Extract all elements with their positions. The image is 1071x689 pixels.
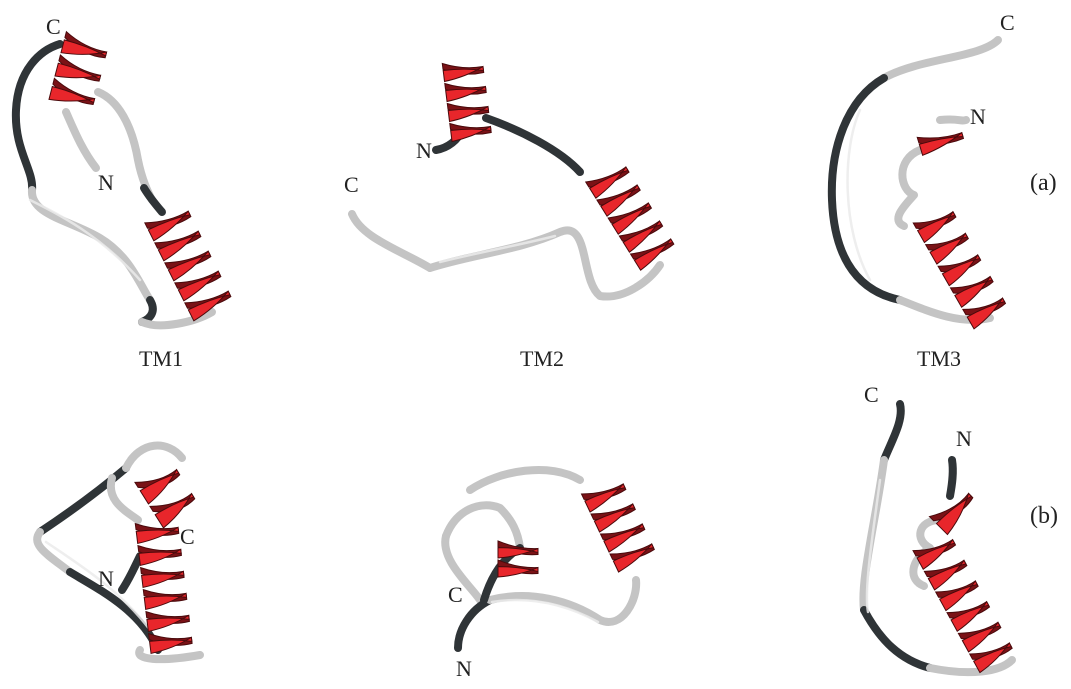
helix-tm2-a	[586, 167, 674, 270]
n-terminus-label: N	[416, 138, 432, 163]
c-terminus-label: C	[864, 382, 879, 407]
helix-tm3-a-top	[917, 133, 963, 156]
row-label-b: (b)	[1030, 503, 1058, 529]
n-terminus-label: N	[970, 104, 986, 129]
helix-tm1-a	[145, 211, 231, 321]
helix-turn-front	[942, 255, 979, 286]
panel-tm1-a: C N TM1	[16, 14, 231, 371]
panel-tm1-b: C N	[37, 446, 200, 660]
helix-turn-front	[928, 560, 966, 590]
n-terminus-label: N	[956, 426, 972, 451]
helix-turn-front	[55, 63, 101, 79]
helix-turn-front	[61, 40, 107, 56]
panel-caption: TM3	[917, 346, 961, 371]
c-terminus-label: C	[46, 14, 61, 39]
helix-turn-front	[594, 504, 634, 532]
helix-turn-front	[930, 233, 967, 264]
n-terminus-label: N	[456, 656, 472, 681]
helix-turn-front	[49, 87, 95, 103]
helix-turn-front	[967, 298, 1004, 329]
helix-turn-front	[951, 602, 989, 632]
helix-tm1-b-top	[135, 470, 195, 528]
helix-turn-front	[955, 277, 992, 308]
panel-caption: TM1	[139, 346, 183, 371]
c-terminus-label: C	[448, 582, 463, 607]
coil-tm3-a	[832, 40, 998, 320]
helix-tm3-b	[913, 540, 1012, 673]
helix-turn-front	[918, 212, 955, 243]
c-terminus-label: C	[344, 172, 359, 197]
helix-turn-front	[604, 524, 644, 552]
helix-turn-front	[585, 484, 625, 512]
helix-tm2-a-top	[442, 63, 491, 141]
row-label-a: (a)	[1030, 170, 1057, 196]
panel-caption: TM2	[520, 346, 564, 371]
panel-tm3-a: C N TM3	[832, 10, 1015, 371]
panel-tm2-a: N C TM2	[344, 63, 674, 371]
helix-turn-front	[613, 544, 653, 572]
c-terminus-label: C	[180, 524, 195, 549]
c-terminus-label: C	[1000, 10, 1015, 35]
panel-tm3-b: C N	[863, 382, 1012, 673]
n-terminus-label: N	[98, 170, 114, 195]
helix-turn-front	[140, 470, 178, 504]
n-terminus-label: N	[98, 566, 114, 591]
helix-turn-front	[962, 622, 1000, 652]
panel-tm2-b: C N	[445, 470, 654, 681]
helix-turn-front	[155, 494, 193, 528]
helix-tm2-b	[582, 484, 655, 572]
helix-turn-front	[940, 581, 978, 611]
